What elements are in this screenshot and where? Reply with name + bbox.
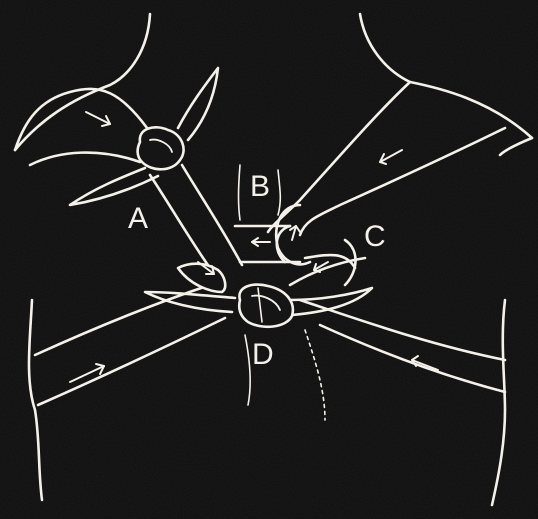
- label-c: C: [364, 220, 386, 253]
- label-a: A: [128, 202, 148, 235]
- label-d: D: [252, 338, 274, 371]
- knot-a: [138, 127, 184, 169]
- label-b: B: [250, 170, 270, 203]
- knot-icon: [138, 127, 184, 169]
